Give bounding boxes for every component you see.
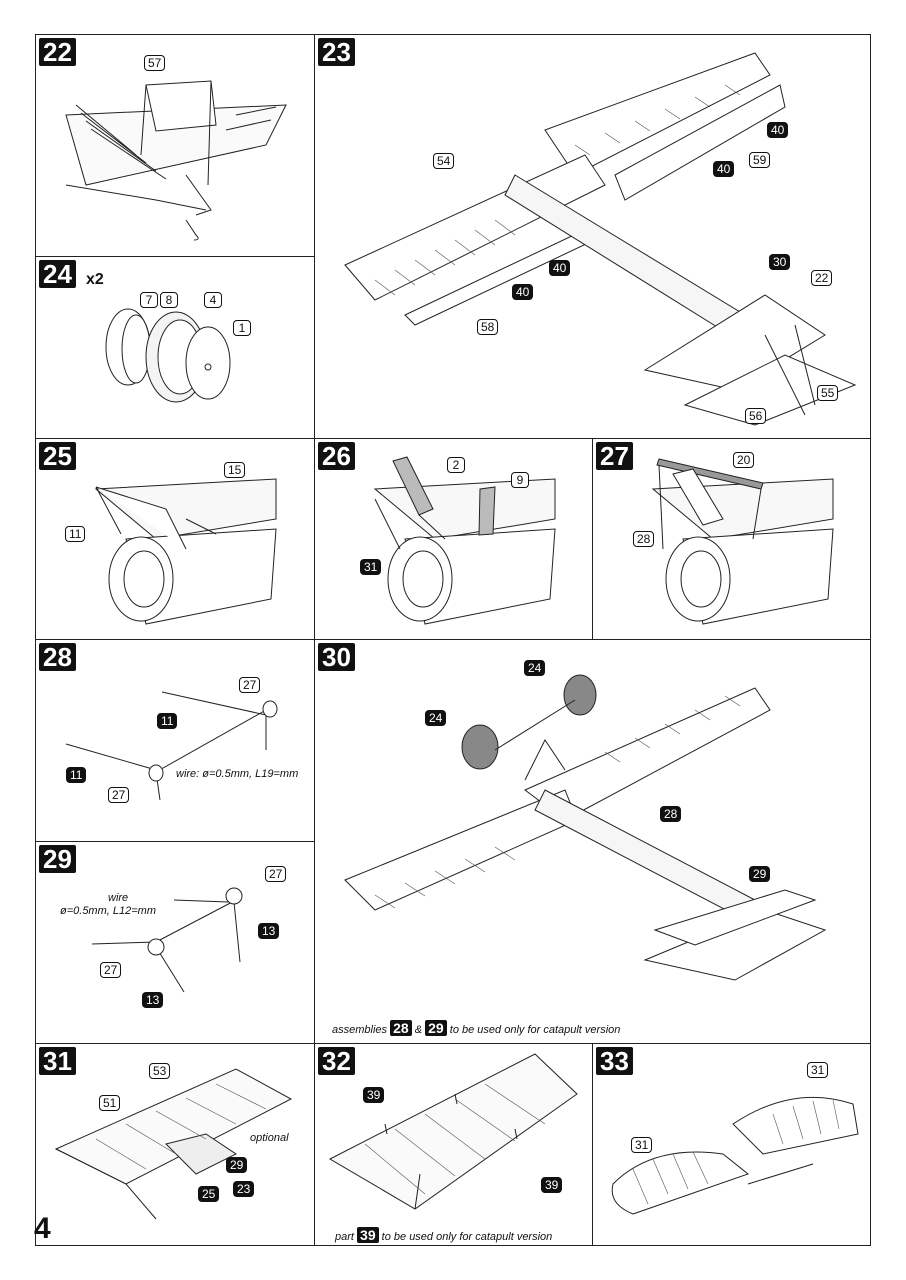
wheel-assembly-drawing xyxy=(105,308,231,403)
note-ref: 29 xyxy=(425,1020,447,1036)
part-label: 57 xyxy=(144,55,166,71)
step-32-panel: 32 39 39 part 39 to be used only for cat… xyxy=(314,1043,593,1246)
part-label: 31 xyxy=(807,1062,829,1078)
step-28-panel: 28 27 11 11 27 wire: ø=0.5mm, L19=mm xyxy=(35,639,315,842)
part-label: 9 xyxy=(511,472,529,488)
part-label: 20 xyxy=(733,452,755,468)
part-label: 13 xyxy=(142,992,164,1008)
note-text: to be used only for catapult version xyxy=(381,1231,553,1243)
step-number: 30 xyxy=(318,643,355,671)
part-label: 2 xyxy=(447,457,465,473)
catapult-note: part 39 to be used only for catapult ver… xyxy=(335,1227,552,1243)
part-label: 8 xyxy=(160,292,178,308)
part-label: 40 xyxy=(549,260,571,276)
step-33-panel: 33 31 31 xyxy=(592,1043,871,1246)
step-number: 25 xyxy=(39,442,76,470)
tail-assembly-drawing xyxy=(65,80,287,241)
part-label: 27 xyxy=(108,787,130,803)
step-number: 29 xyxy=(39,845,76,873)
part-label: 28 xyxy=(633,531,655,547)
wire-label: wire xyxy=(108,892,129,904)
part-label: 40 xyxy=(512,284,534,300)
part-label: 24 xyxy=(425,710,447,726)
catapult-note: assemblies 28 & 29 to be used only for c… xyxy=(332,1020,620,1036)
wingtip-parts-drawing xyxy=(611,1096,859,1215)
part-label: 27 xyxy=(100,962,122,978)
wing-catapult-fittings-drawing xyxy=(328,1053,578,1210)
step-number: 28 xyxy=(39,643,76,671)
wire-spec-note: ø=0.5mm, L12=mm xyxy=(60,905,156,917)
quantity-multiplier: x2 xyxy=(86,271,104,288)
part-label: 7 xyxy=(140,292,158,308)
note-text: assemblies xyxy=(332,1024,388,1036)
part-label: 27 xyxy=(239,677,261,693)
part-label: 40 xyxy=(767,122,789,138)
part-label: 30 xyxy=(769,254,791,270)
step-number: 32 xyxy=(318,1047,355,1075)
part-label: 1 xyxy=(233,320,251,336)
catapult-brace-drawing xyxy=(91,887,243,993)
note-text: to be used only for catapult version xyxy=(449,1024,621,1036)
step-26-panel: 26 2 9 31 xyxy=(314,438,593,640)
step-27-panel: 27 20 28 xyxy=(592,438,871,640)
page-number: 4 xyxy=(34,1212,51,1245)
part-label: 29 xyxy=(226,1157,248,1173)
part-label: 54 xyxy=(433,153,455,169)
step-number: 26 xyxy=(318,442,355,470)
wing-parts-drawing xyxy=(54,1068,293,1220)
part-label: 4 xyxy=(204,292,222,308)
part-label: 29 xyxy=(749,866,771,882)
wire-spec-note: wire: ø=0.5mm, L19=mm xyxy=(176,768,299,780)
part-label: 39 xyxy=(541,1177,563,1193)
part-label: 40 xyxy=(713,161,735,177)
step-25-panel: 25 15 11 xyxy=(35,438,315,640)
note-ref: 39 xyxy=(357,1227,379,1243)
part-label: 55 xyxy=(817,385,839,401)
step-number: 23 xyxy=(318,38,355,66)
part-label: 59 xyxy=(749,152,771,168)
step-number: 22 xyxy=(39,38,76,66)
aircraft-catapult-drawing xyxy=(344,674,827,981)
step-number: 33 xyxy=(596,1047,633,1075)
step-30-panel: 30 24 24 28 29 assemblies 28 & 29 to be … xyxy=(314,639,871,1044)
engine-parts-drawing xyxy=(373,456,556,625)
optional-note: optional xyxy=(250,1132,289,1144)
note-text: part xyxy=(335,1231,354,1243)
step-number: 27 xyxy=(596,442,633,470)
note-ref: 28 xyxy=(390,1020,412,1036)
step-24-panel: 24 x2 7 8 4 1 xyxy=(35,256,315,439)
part-label: 27 xyxy=(265,866,287,882)
part-label: 31 xyxy=(360,559,382,575)
part-label: 11 xyxy=(65,526,86,542)
step-22-panel: 22 57 xyxy=(35,34,315,257)
step-31-panel: 31 53 51 29 23 25 optional xyxy=(35,1043,315,1246)
part-label: 56 xyxy=(745,408,767,424)
part-label: 39 xyxy=(363,1087,385,1103)
part-label: 11 xyxy=(66,767,87,783)
step-23-panel: 23 54 40 59 40 40 40 58 30 22 55 56 xyxy=(314,34,871,439)
part-label: 23 xyxy=(233,1181,255,1197)
part-label: 51 xyxy=(99,1095,121,1111)
step-number: 31 xyxy=(39,1047,76,1075)
part-label: 24 xyxy=(524,660,546,676)
part-label: 53 xyxy=(149,1063,171,1079)
part-label: 31 xyxy=(631,1137,653,1153)
aircraft-assembly-drawing xyxy=(344,52,857,426)
step-29-panel: 29 27 13 27 13 wire ø=0.5mm, L12=mm xyxy=(35,841,315,1044)
part-label: 28 xyxy=(660,806,682,822)
engine-struts-drawing xyxy=(94,478,277,625)
part-label: 22 xyxy=(811,270,833,286)
part-label: 58 xyxy=(477,319,499,335)
part-label: 13 xyxy=(258,923,280,939)
part-label: 25 xyxy=(198,1186,220,1202)
part-label: 11 xyxy=(157,713,178,729)
part-label: 15 xyxy=(224,462,246,478)
step-number: 24 xyxy=(39,260,76,288)
engine-bar-drawing xyxy=(651,458,834,625)
note-text: & xyxy=(414,1024,423,1036)
catapult-brace-drawing xyxy=(65,691,278,801)
